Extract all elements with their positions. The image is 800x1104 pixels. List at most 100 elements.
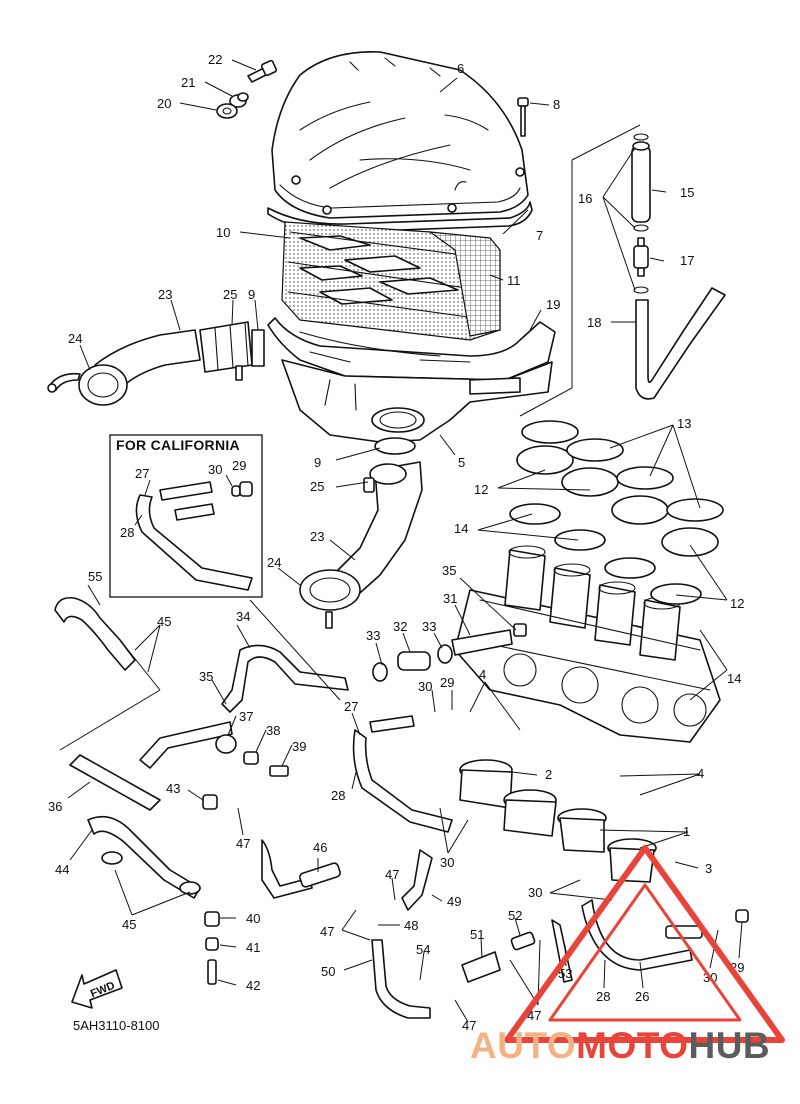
callout: 15 [680, 185, 694, 200]
callout: 48 [404, 918, 418, 933]
callout: 9 [314, 455, 321, 470]
intake-duct-lower [299, 437, 423, 629]
bolt-8 [517, 97, 529, 137]
callout: 16 [578, 191, 592, 206]
callout: 13 [677, 416, 691, 431]
callout: 12 [474, 482, 488, 497]
callout: 23 [310, 529, 324, 544]
callout: 28 [120, 525, 134, 540]
breather-hose-18 [635, 287, 726, 400]
callout: 30 [528, 885, 542, 900]
callout: 49 [447, 894, 461, 909]
callout: 47 [320, 924, 334, 939]
callout: 32 [393, 619, 407, 634]
callout: 27 [135, 466, 149, 481]
california-box-title: FOR CALIFORNIA [116, 437, 240, 453]
callout: 21 [181, 75, 195, 90]
callout: 8 [553, 97, 560, 112]
breather-hose-15 [631, 141, 651, 223]
svg-text:AUTOMOTOHUB: AUTOMOTOHUB [470, 1025, 770, 1066]
callout: 25 [223, 287, 237, 302]
callout: 4 [697, 766, 704, 781]
watermark-word-hub: HUB [688, 1025, 770, 1066]
joint-clamps [509, 420, 724, 605]
callout: 41 [246, 940, 260, 955]
callout: 26 [635, 989, 649, 1004]
check-valve-17 [633, 237, 649, 277]
callout: 28 [331, 788, 345, 803]
fittings-37-43 [202, 734, 289, 985]
callout: 33 [422, 619, 436, 634]
callout: 46 [313, 840, 327, 855]
callout: 37 [239, 709, 253, 724]
collar-21 [229, 92, 249, 108]
callout: 17 [680, 253, 694, 268]
callout: 40 [246, 911, 260, 926]
callout: 54 [416, 942, 430, 957]
callout: 53 [558, 966, 572, 981]
callout: 47 [385, 867, 399, 882]
left-hose-parts [54, 596, 233, 899]
callout: 35 [199, 669, 213, 684]
callout: 34 [236, 609, 250, 624]
callout: 20 [157, 96, 171, 111]
callout: 51 [470, 927, 484, 942]
callout: 18 [587, 315, 601, 330]
callout: 31 [443, 591, 457, 606]
watermark-word-moto: MOTO [576, 1025, 688, 1066]
callout: 28 [596, 989, 610, 1004]
callout: 9 [248, 287, 255, 302]
callout: 7 [536, 228, 543, 243]
callout: 27 [344, 699, 358, 714]
watermark-triangle-icon [504, 845, 785, 1043]
intake-manifolds [459, 759, 657, 883]
callout: 1 [683, 824, 690, 839]
callout: 3 [705, 861, 712, 876]
callout: 6 [457, 61, 464, 76]
callout: 30 [208, 462, 222, 477]
callout: 43 [166, 781, 180, 796]
air-filter-case-cap [271, 51, 529, 219]
callout: 10 [216, 225, 230, 240]
watermark-logo: AUTOMOTOHUB [470, 845, 785, 1066]
callout-labels: 22 21 20 6 8 16 15 7 10 17 11 23 25 9 19… [48, 52, 744, 1033]
callout: 4 [479, 667, 486, 682]
callout: 42 [246, 978, 260, 993]
watermark-word-auto: AUTO [470, 1025, 576, 1066]
hose-clips-16 [633, 133, 649, 294]
callout: 23 [158, 287, 172, 302]
callout: 50 [321, 964, 335, 979]
callout: 14 [727, 671, 741, 686]
callout: 11 [507, 273, 521, 288]
callout: 52 [508, 908, 522, 923]
callout: 19 [546, 297, 560, 312]
callout: 25 [310, 479, 324, 494]
callout: 2 [545, 767, 552, 782]
vacuum-hose-parts [221, 623, 527, 713]
callout: 29 [232, 458, 246, 473]
callout: 38 [266, 723, 280, 738]
callout: 55 [88, 569, 102, 584]
leader-lines [59, 59, 743, 1023]
watermark-inner-triangle-icon [548, 883, 742, 1022]
lower-hose-parts [261, 715, 749, 1019]
fwd-arrow-icon: FWD [71, 969, 123, 1009]
callout: 24 [68, 331, 82, 346]
callout: 30 [440, 855, 454, 870]
screw-22 [247, 59, 278, 83]
callout: 29 [440, 675, 454, 690]
callout: 12 [730, 596, 744, 611]
part-code: 5AH3110-8100 [73, 1018, 160, 1033]
callout: 5 [458, 455, 465, 470]
callout: 36 [48, 799, 62, 814]
callout: 44 [55, 862, 69, 877]
callout: 24 [267, 555, 281, 570]
callout: 14 [454, 521, 468, 536]
callout: 22 [208, 52, 222, 67]
callout: 35 [442, 563, 456, 578]
callout: 47 [462, 1018, 476, 1033]
element-grille [427, 231, 501, 337]
callout: 45 [157, 614, 171, 629]
callout: 39 [292, 739, 306, 754]
